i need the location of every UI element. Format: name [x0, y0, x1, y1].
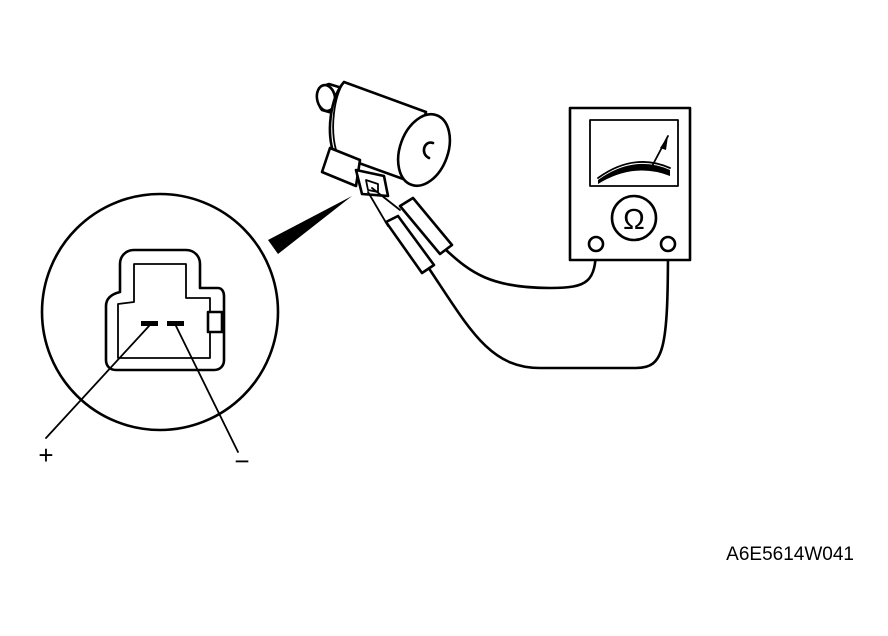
- meter-terminal-left: [587, 235, 605, 253]
- connector-face: [104, 248, 226, 372]
- leader-positive: [45, 325, 150, 439]
- terminal-negative: [167, 321, 184, 326]
- terminal-positive: [141, 321, 158, 326]
- callout-pointer: [268, 196, 352, 254]
- test-probes: [367, 187, 454, 275]
- leader-negative: [175, 325, 239, 453]
- connector-callout: + −: [38, 192, 352, 476]
- test-lead-lower: [428, 244, 670, 370]
- probe-upper: [398, 196, 454, 256]
- ohm-symbol: Ω: [623, 204, 645, 236]
- meter-terminal-right: [659, 235, 677, 253]
- solenoid-valve: [315, 80, 452, 198]
- figure-code: A6E5614W041: [726, 544, 854, 565]
- ohm-dial: [610, 194, 658, 242]
- ohmmeter: Ω: [568, 106, 692, 262]
- positive-label: +: [38, 440, 53, 470]
- test-lead-upper: [444, 244, 598, 290]
- negative-label: −: [234, 446, 249, 476]
- callout-circle: [40, 192, 280, 432]
- probe-lower: [384, 214, 436, 275]
